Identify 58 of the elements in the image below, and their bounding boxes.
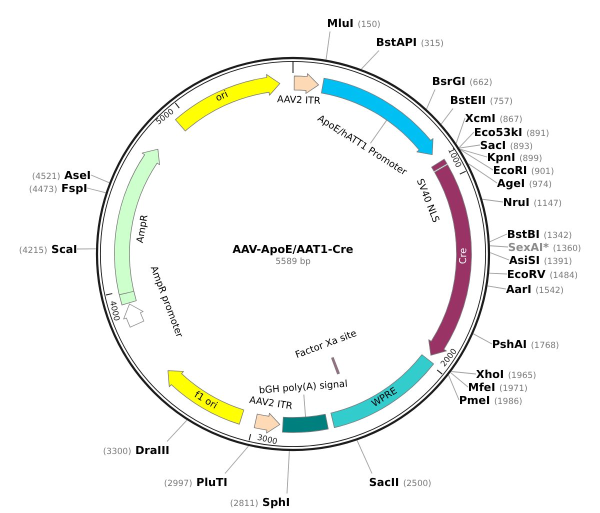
leader-line xyxy=(326,31,330,60)
leader-line xyxy=(468,163,498,184)
leader-line xyxy=(286,450,290,494)
restriction-site-label: BstEII (757) xyxy=(450,92,513,108)
restriction-site-label: PshAI (1768) xyxy=(492,336,560,352)
plasmid-name: AAV-ApoE/AAT1-Cre xyxy=(232,243,354,256)
leader-line xyxy=(490,245,508,248)
restriction-site-label: NruI (1147) xyxy=(503,194,562,210)
leader-line xyxy=(450,372,468,388)
feature-label: AmpR xyxy=(135,214,152,244)
feature-label: Cre xyxy=(458,248,470,264)
leader-line xyxy=(76,248,96,250)
leader-line xyxy=(166,420,188,442)
restriction-site-label: MluI (150) xyxy=(327,14,380,32)
leader-line xyxy=(482,198,504,202)
leader-line xyxy=(360,50,380,70)
restriction-site-label: SacII (2500) xyxy=(369,474,432,490)
restriction-site-label: XcmI (867) xyxy=(465,110,522,126)
leader-line xyxy=(458,144,480,149)
feature-label: f1 ori xyxy=(192,390,220,413)
restriction-site-label: BstAPI (315) xyxy=(376,34,444,50)
leader-line xyxy=(472,333,492,344)
leader-line xyxy=(440,108,454,124)
restriction-site-label: AarI (1542) xyxy=(506,280,564,298)
restriction-site-label: (3300) DraIII xyxy=(103,442,170,458)
restriction-site-label: EcoRV (1484) xyxy=(507,266,578,282)
restriction-site-label: BsrGI (662) xyxy=(432,72,492,90)
leader-line xyxy=(426,89,436,110)
feature-label: ori xyxy=(214,89,230,106)
position-tick-label: 3000 xyxy=(256,433,278,446)
position-tick-label: 1000 xyxy=(446,147,462,169)
position-tick-label: 4000 xyxy=(108,300,120,322)
leader-line xyxy=(86,188,106,194)
leader-line xyxy=(224,446,249,474)
feature-label: AAV2 ITR xyxy=(277,94,321,108)
feature-label: Factor Xa site xyxy=(294,328,360,362)
restriction-site-label: (4215) ScaI xyxy=(19,240,78,258)
feature-label: AAV2 ITR xyxy=(248,395,293,414)
leader-line xyxy=(356,440,372,474)
leader-line xyxy=(450,371,476,374)
leader-line xyxy=(303,394,306,418)
leader-line xyxy=(489,234,508,242)
restriction-site-label: AgeI (974) xyxy=(497,174,552,192)
feature-label: bGH poly(A) signal xyxy=(258,378,348,397)
leader-line xyxy=(487,286,506,290)
leader-line xyxy=(458,132,474,148)
leader-line xyxy=(90,174,110,184)
restriction-site-label: (2997) PluTI xyxy=(164,474,228,490)
leader-line xyxy=(448,374,460,400)
restriction-site-label: (2811) SphI xyxy=(230,494,290,510)
feature-label: SV40 NLS xyxy=(413,178,442,225)
leader-line xyxy=(460,148,488,158)
plasmid-size-label: 5589 bp xyxy=(276,257,311,267)
leader-line xyxy=(488,272,508,274)
leader-line xyxy=(370,120,388,144)
leader-line xyxy=(456,118,466,144)
leader-line xyxy=(460,149,494,170)
leader-line xyxy=(490,252,510,260)
